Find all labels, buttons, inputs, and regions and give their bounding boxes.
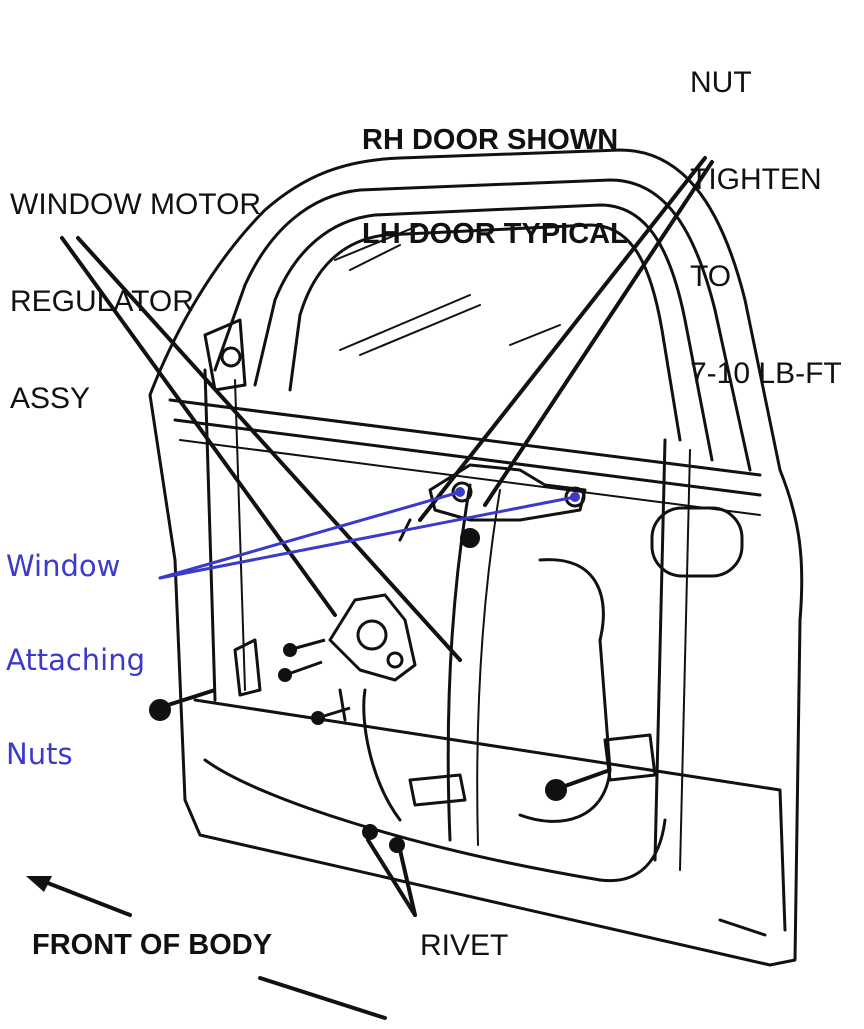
leader-window-nut-2 [158,495,577,580]
regulator-motor [328,593,417,682]
leader-nut-2 [483,160,714,507]
access-hole [518,558,612,823]
window-frame-inner [253,203,714,462]
leader-motor-2 [76,236,462,662]
leader-nut-1 [418,156,707,522]
door-label-line-2: LH DOOR TYPICAL [362,217,628,250]
bolt-motor-3 [311,711,325,725]
front-bracket [233,638,262,697]
rivet-label: RIVET [420,929,509,962]
bolt-motor-1 [283,643,297,657]
rivet-1 [362,824,378,840]
nut-label-line-4: 7-10 LB-FT [690,357,842,391]
window-nuts-line-2: Attaching [6,642,146,677]
motor-label-line-1: WINDOW MOTOR [10,187,262,221]
leader-rivet-1 [366,838,417,917]
door-outer-frame [148,148,804,967]
handle-opening [650,506,744,578]
bolt-front-lower [149,699,171,721]
lower-rail-bracket [408,773,467,807]
window-nuts-line-1: Window [6,548,121,583]
front-channel [203,368,217,702]
beltline [168,398,762,477]
lower-panel [193,698,787,932]
door-orientation-label: RH DOOR SHOWN LH DOOR TYPICAL [362,62,628,281]
front-of-body-label: FRONT OF BODY [32,929,273,961]
motor-label-line-2: REGULATOR [10,284,194,318]
front-arrow-upper [38,878,132,917]
bolt-rear [545,779,567,801]
front-arrow-lower [258,976,387,1020]
door-label-line-1: RH DOOR SHOWN [362,123,619,156]
nut-label-line-3: TO [690,260,732,294]
leader-window-nut-1 [158,490,462,580]
nut-upper [460,528,480,548]
nut-torque-label: NUT TIGHTEN TO 7-10 LB-FT [690,2,842,423]
rear-bracket [603,733,657,782]
leader-rivet-2 [398,848,417,917]
window-nuts-line-3: Nuts [6,736,73,771]
motor-label-line-3: ASSY [10,382,91,416]
nut-label-line-2: TIGHTEN [690,162,822,196]
motor-assy-label: WINDOW MOTOR REGULATOR ASSY [10,124,261,448]
nut-label-line-1: NUT [690,65,752,99]
regulator-rail [446,483,472,842]
window-frame-outer [213,178,752,472]
bolt-motor-2 [278,668,292,682]
mirror-patch [203,318,247,392]
rear-channel [653,438,667,862]
window-nuts-label: Window Attaching Nuts [6,488,145,801]
glass-edge [288,223,682,442]
